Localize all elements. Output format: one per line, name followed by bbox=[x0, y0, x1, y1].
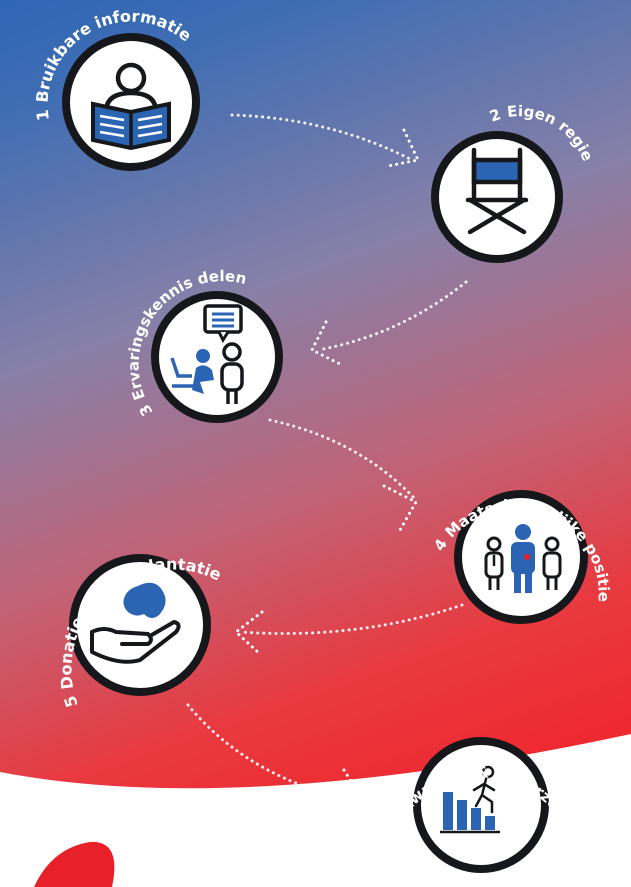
connector-arrows bbox=[186, 113, 468, 804]
arrow-heads bbox=[233, 128, 421, 824]
arrow-5-to-6 bbox=[186, 703, 362, 804]
director-chair-icon bbox=[465, 147, 529, 235]
hand-holding-kidney-icon bbox=[90, 582, 181, 664]
arrow-2-to-3 bbox=[316, 280, 468, 352]
step-6-circle bbox=[413, 737, 549, 873]
step-5-circle bbox=[69, 554, 211, 696]
reading-person-icon bbox=[91, 62, 171, 151]
arrow-1-to-2 bbox=[230, 113, 414, 162]
climbing-bar-chart-icon bbox=[440, 765, 500, 834]
arrow-3-to-4 bbox=[268, 418, 418, 502]
red-blob bbox=[34, 841, 115, 887]
step-1-circle bbox=[62, 33, 200, 171]
people-with-kidney-icon bbox=[484, 524, 562, 593]
step-4-circle bbox=[454, 490, 588, 624]
arrow-4-to-5 bbox=[238, 603, 464, 635]
step-3-circle bbox=[151, 291, 283, 423]
step-2-circle bbox=[431, 131, 563, 263]
peer-conversation-icon bbox=[170, 304, 244, 404]
